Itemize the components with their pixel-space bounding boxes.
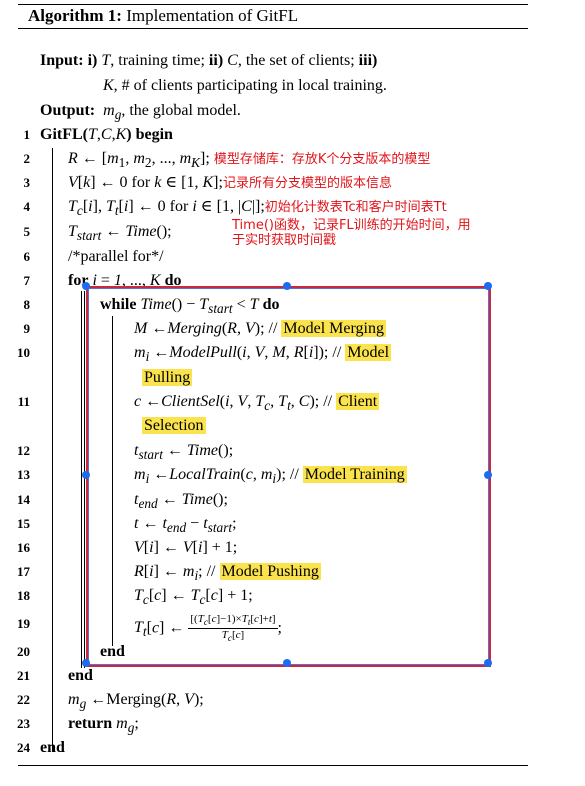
code-line-14: tend ← Time(); [134, 491, 228, 512]
line-number: 2 [23, 151, 31, 166]
line-number: 13 [17, 467, 30, 482]
code-line-6: /*parallel for*/ [68, 248, 164, 265]
line-number: 22 [17, 692, 30, 707]
line-number: 7 [23, 273, 31, 288]
line-number: 10 [17, 345, 30, 360]
line-number: 15 [17, 516, 30, 531]
annotation-note: 模型存储库：存放K个分支版本的模型 [213, 152, 431, 167]
code-line-16: V[i] ← V[i] + 1; [134, 539, 238, 556]
resize-handle-br[interactable] [484, 659, 492, 667]
code-line-22: mg ←Merging(R, V); [68, 691, 204, 712]
block-bar-for [81, 291, 82, 668]
annotation-note: 记录所有分支模型的版本信息 [222, 176, 392, 191]
code-line-17: R[i] ← mi; // Model Pushing [134, 563, 321, 584]
line-number: 17 [17, 564, 30, 579]
line-number: 24 [17, 740, 30, 755]
title-rule [18, 28, 528, 29]
line-number: 14 [17, 492, 30, 507]
line-number: 16 [17, 540, 30, 555]
code-line-24: end [40, 739, 65, 756]
resize-handle-tm[interactable] [283, 282, 291, 290]
line-number: 8 [23, 297, 31, 312]
block-bar-while [112, 316, 113, 646]
code-line-1: GitFL(T,C,K) begin [40, 126, 173, 143]
code-line-8: while Time() − Tstart < T do [100, 296, 280, 317]
code-line-18: Tc[c] ← Tc[c] + 1; [134, 587, 253, 608]
line-number: 3 [23, 175, 31, 190]
highlight-label: Model Pushing [219, 563, 321, 580]
code-line-2: R ← [m1, m2, ..., mK]; 模型存储库：存放K个分支版本的模型 [68, 150, 431, 171]
line-number: 18 [17, 588, 30, 603]
code-line-10: mi ←ModelPull(i, V, M, R[i]); // Model [134, 344, 392, 365]
code-line-21: end [68, 667, 93, 684]
line-number: 1 [23, 127, 31, 142]
resize-handle-bl[interactable] [82, 659, 90, 667]
resize-handle-tl[interactable] [82, 282, 90, 290]
input-line-2: K, # of clients participating in local t… [103, 77, 387, 94]
line-number: 11 [17, 394, 30, 409]
top-rule [18, 4, 528, 5]
selection-box[interactable] [86, 286, 491, 667]
code-line-15: t ← tend − tstart; [134, 515, 237, 536]
highlight-label: Model Merging [281, 320, 386, 337]
code-line-11-cont: Selection [142, 417, 206, 434]
bottom-rule [18, 765, 528, 766]
output-line: Output: mg, the global model. [40, 102, 241, 123]
code-line-20: end [100, 643, 125, 660]
code-line-12: tstart ← Time(); [134, 442, 234, 463]
highlight-label: Model Training [302, 466, 407, 483]
input-line-1: Input: i) T, training time; ii) C, the s… [40, 52, 378, 69]
annotation-note-time: Time()函数，记录FL训练的开始时间，用于实时获取时间戳 [232, 218, 471, 248]
code-line-13: mi ←LocalTrain(c, mi); // Model Training [134, 466, 407, 487]
code-line-4: Tc[i], Tt[i] ← 0 for i ∈ [1, |C|];初始化计数表… [68, 198, 447, 219]
line-number: 6 [23, 249, 31, 264]
resize-handle-bm[interactable] [283, 659, 291, 667]
line-number: 23 [17, 716, 30, 731]
algorithm-title: Algorithm 1: Implementation of GitFL [28, 6, 299, 25]
resize-handle-ml[interactable] [82, 471, 90, 479]
line-number: 19 [17, 616, 30, 631]
line-number: 4 [23, 199, 31, 214]
line-number: 12 [17, 443, 30, 458]
block-bar-begin [52, 148, 53, 752]
code-line-9: M ←Merging(R, V); // Model Merging [134, 320, 386, 337]
line-number: 20 [17, 644, 30, 659]
resize-handle-tr[interactable] [484, 282, 492, 290]
resize-handle-mr[interactable] [484, 471, 492, 479]
line-number: 9 [23, 321, 31, 336]
code-line-5: Tstart ← Time(); [68, 223, 172, 244]
code-line-3: V[k] ← 0 for k ∈ [1, K];记录所有分支模型的版本信息 [68, 174, 392, 191]
code-line-11: c ←ClientSel(i, V, Tc, Tt, C); // Client [134, 393, 380, 414]
block-bar-for-2 [84, 291, 85, 668]
code-line-7: for i = 1, ..., K do [68, 272, 182, 289]
code-line-23: return mg; [68, 715, 139, 736]
code-line-10-cont: Pulling [142, 369, 193, 386]
code-line-19: Tt[c] ← [(Tc[c]−1)×Tt[c]+t] Tc[c] ; [134, 613, 282, 644]
fraction: [(Tc[c]−1)×Tt[c]+t] Tc[c] [188, 613, 278, 644]
annotation-note: 初始化计数表Tc和客户时间表Tt [264, 200, 447, 215]
line-number: 21 [17, 668, 30, 683]
line-number: 5 [23, 224, 31, 239]
